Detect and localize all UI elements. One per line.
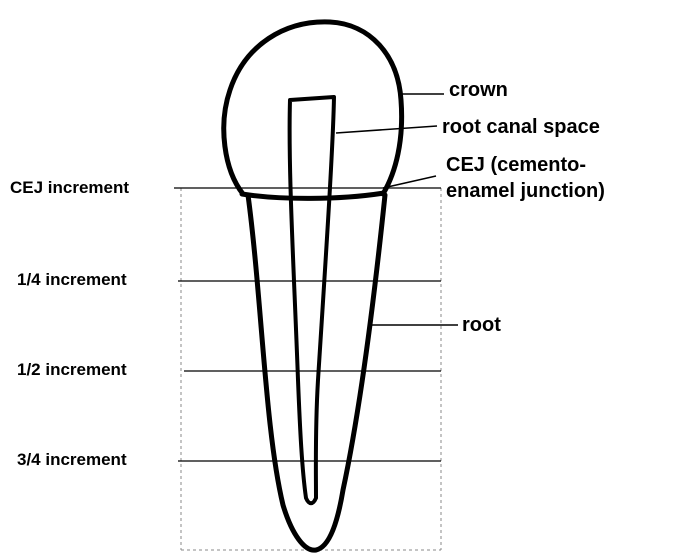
leader-lines — [336, 94, 458, 325]
cej-label-line-1: CEJ (cemento- — [446, 152, 605, 178]
quarter-increment-label: 1/4 increment — [17, 271, 127, 288]
half-increment-label: 1/2 increment — [17, 361, 127, 378]
root-canal-space-label: root canal space — [442, 117, 600, 137]
cej-increment-label: CEJ increment — [10, 179, 129, 196]
cej-label-line-2: enamel junction) — [446, 178, 605, 204]
crown-outline — [224, 22, 402, 194]
three-quarter-increment-label: 3/4 increment — [17, 451, 127, 468]
root-label: root — [462, 315, 501, 335]
root-canal-outline — [290, 97, 334, 503]
root-canal-leader — [336, 126, 437, 133]
cej-label: CEJ (cemento- enamel junction) — [446, 152, 605, 204]
cej-line — [242, 193, 384, 198]
crown-label: crown — [449, 80, 508, 100]
increment-guide-box — [181, 188, 441, 550]
